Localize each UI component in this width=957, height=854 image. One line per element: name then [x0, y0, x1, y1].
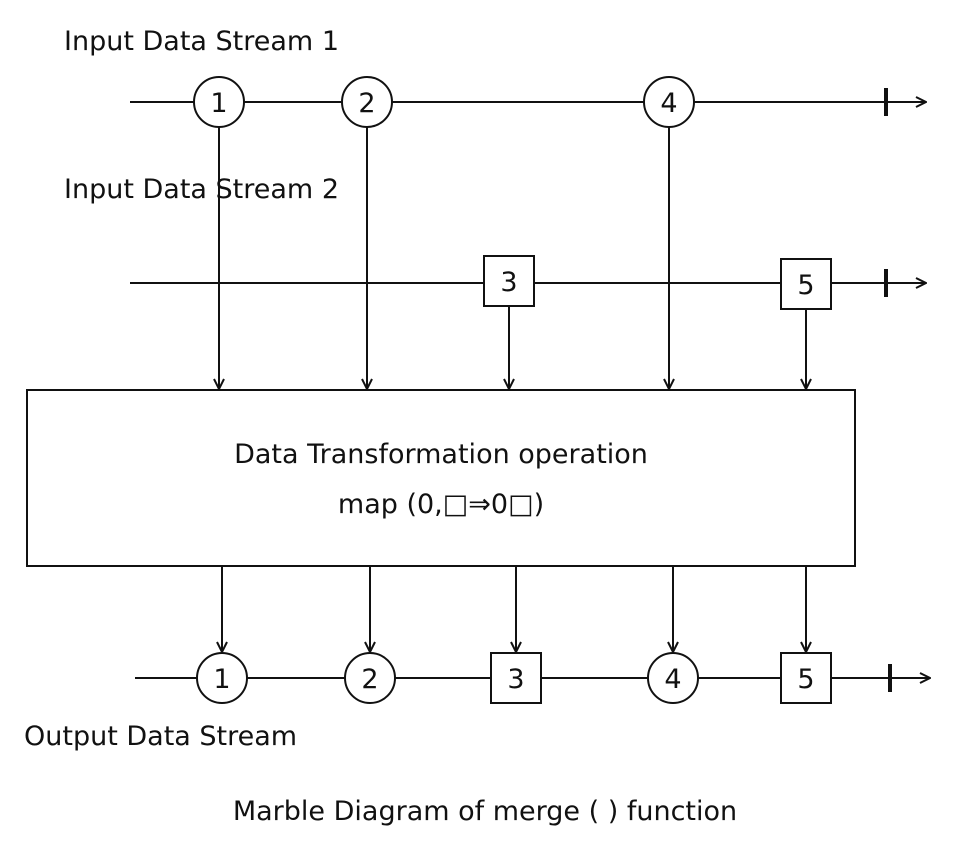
- input2-marble-5: 5: [780, 258, 832, 310]
- output-marble-2: 2: [344, 652, 396, 704]
- input1-marble-2: 2: [341, 76, 393, 128]
- input1-marble-4-label: 4: [660, 88, 677, 119]
- input-stream-1-label: Input Data Stream 1: [64, 26, 339, 57]
- input2-marble-3: 3: [483, 255, 535, 307]
- diagram-caption: Marble Diagram of merge ( ) function: [233, 796, 737, 827]
- output-marble-5-label: 5: [797, 664, 814, 695]
- output-marble-4: 4: [647, 652, 699, 704]
- input-stream-2-label: Input Data Stream 2: [64, 174, 339, 205]
- input1-marble-1: 1: [193, 76, 245, 128]
- output-stream-label: Output Data Stream: [24, 721, 297, 752]
- output-marble-1-label: 1: [213, 664, 230, 695]
- input1-marble-1-label: 1: [210, 88, 227, 119]
- input2-marble-3-label: 3: [500, 267, 517, 298]
- output-marble-4-label: 4: [664, 664, 681, 695]
- operator-expression: map (0,□⇒0□): [338, 489, 544, 520]
- input2-marble-5-label: 5: [797, 270, 814, 301]
- output-marble-5: 5: [780, 652, 832, 704]
- output-marble-2-label: 2: [361, 664, 378, 695]
- operator-box: [26, 389, 856, 567]
- input1-marble-2-label: 2: [358, 88, 375, 119]
- operator-title: Data Transformation operation: [234, 439, 648, 470]
- output-marble-3: 3: [490, 652, 542, 704]
- output-marble-3-label: 3: [507, 664, 524, 695]
- output-marble-1: 1: [196, 652, 248, 704]
- input1-marble-4: 4: [643, 76, 695, 128]
